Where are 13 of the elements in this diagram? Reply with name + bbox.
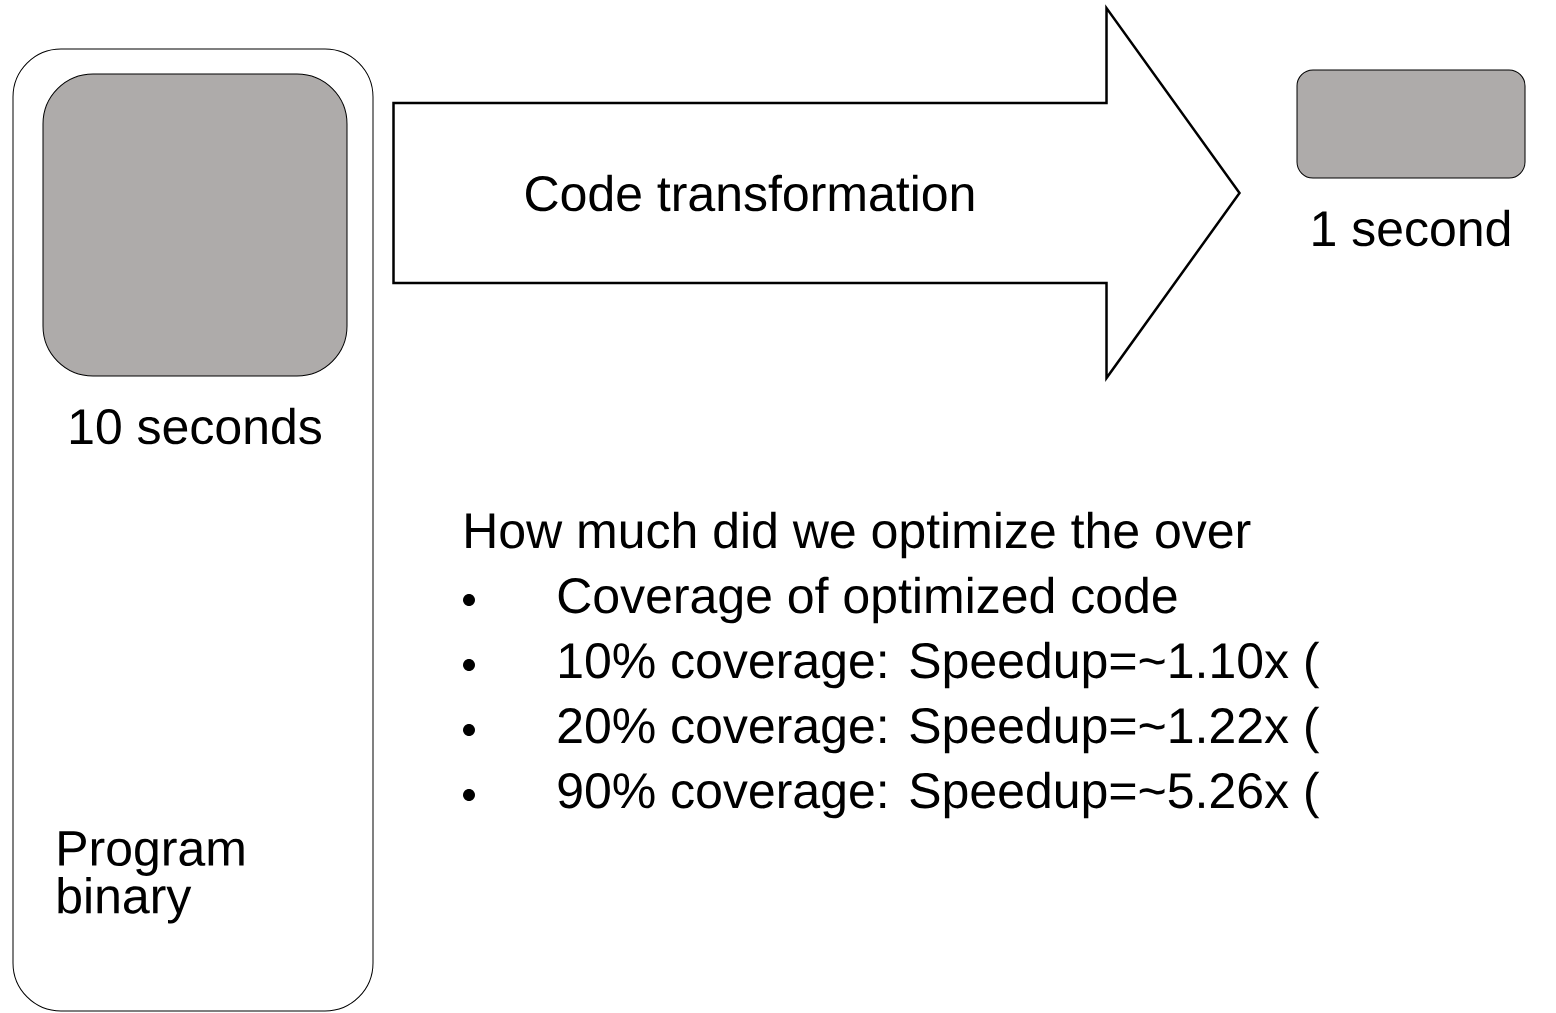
edge-label: Code transformation bbox=[526, 174, 974, 212]
time-block bbox=[42, 73, 348, 377]
bullet-text: 90% coverage: Speedup=~5.26x ( bbox=[558, 771, 1320, 819]
duration-label: 1 second bbox=[1313, 209, 1510, 247]
bullet-text: Coverage of optimized code bbox=[558, 576, 1177, 624]
question-text: How much did we optimize the over bbox=[466, 511, 1251, 559]
block-arrow bbox=[392, 4, 1242, 382]
program-label: Program binary bbox=[58, 831, 244, 924]
time-block bbox=[1296, 69, 1526, 179]
duration-label: 10 seconds bbox=[70, 407, 321, 445]
program-box bbox=[12, 48, 374, 1012]
bullet-text: 20% coverage: Speedup=~1.22x ( bbox=[558, 706, 1320, 754]
bullet-text: 10% coverage: Speedup=~1.10x ( bbox=[560, 641, 1320, 689]
